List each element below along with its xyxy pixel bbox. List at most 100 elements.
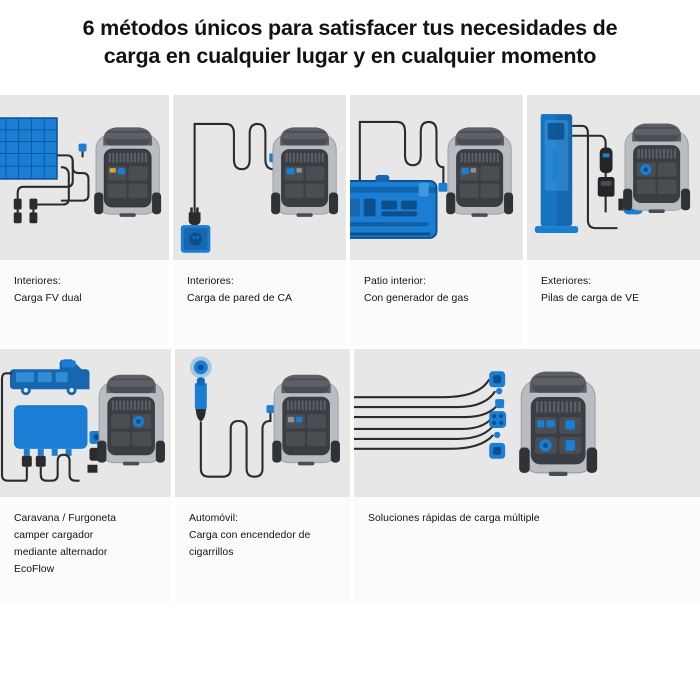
generator-handle	[375, 175, 390, 182]
card-carga-multiple[interactable]: Soluciones rápidas de carga múltiple	[354, 349, 700, 604]
occupied-port-3	[565, 420, 576, 430]
port-panel-2	[307, 414, 327, 429]
card-caption: Interiores: Carga de pared de CA	[173, 260, 346, 308]
card-caption: Exteriores: Pilas de carga de VE	[527, 260, 700, 308]
connector-head-3	[495, 399, 505, 409]
occupied-port-2	[546, 420, 555, 428]
caption-line-3: cigarrillos	[189, 546, 234, 558]
base-bar	[471, 213, 488, 217]
card-caravana-alternador[interactable]: Caravana / Furgoneta camper cargador med…	[0, 349, 172, 604]
xt60-plug-icon	[438, 182, 448, 192]
solar-panel-icon	[0, 117, 58, 180]
power-station-icon	[271, 127, 339, 217]
multi-cable-group	[354, 378, 501, 450]
leg-left	[271, 192, 281, 215]
power-station-icon	[97, 374, 165, 466]
status-led	[296, 168, 302, 173]
leg-left	[623, 188, 633, 211]
mc4-connector-3	[29, 198, 38, 210]
power-station-icon	[519, 371, 598, 476]
caption-line-4: EcoFlow	[14, 563, 55, 575]
vent-grille-icon	[637, 148, 676, 159]
active-port-indicator	[296, 416, 303, 423]
card-exteriores-pilas-ve[interactable]: Exteriores: Pilas de carga de VE	[527, 95, 700, 345]
card-automovil-encendedor[interactable]: Automóvil: Carga con encendedor de cigar…	[175, 349, 350, 604]
connector-head-1	[489, 371, 506, 388]
power-station-icon	[94, 127, 162, 217]
active-port-indicator	[461, 168, 469, 175]
xt60-plug-icon	[266, 405, 275, 414]
port-panel-4	[305, 183, 325, 198]
adapter-brick	[597, 177, 615, 197]
generator-cable-group	[358, 120, 445, 185]
caption-line-1: Automóvil:	[189, 513, 239, 524]
base-bar	[648, 209, 665, 213]
port-panel-2	[657, 162, 677, 177]
occupied-port-5	[565, 440, 576, 451]
inline-control-box	[599, 147, 613, 174]
caption-line-2: camper cargador	[14, 529, 94, 541]
status-led	[287, 416, 295, 423]
base-bar	[119, 213, 136, 217]
card-patio-generador-gas[interactable]: Patio interior: Con generador de gas	[350, 95, 524, 345]
vent-grille-icon	[108, 152, 147, 163]
mc4-connector-1	[13, 198, 22, 210]
occupied-port-1	[537, 420, 545, 428]
card-caption: Interiores: Carga FV dual	[0, 260, 169, 308]
charger-connector-2	[35, 455, 46, 467]
caption-line-3: mediante alternador	[14, 546, 108, 558]
connector-head-4	[489, 411, 507, 428]
port-panel-2	[305, 166, 325, 181]
port-panel-3	[107, 183, 127, 198]
illustration-solar-panel-dual-pv	[0, 95, 170, 260]
caption-line-2: Carga de pared de CA	[187, 292, 293, 304]
port-panel-3	[459, 183, 479, 198]
caption-line-1: Soluciones rápidas de carga múltiple	[368, 513, 540, 524]
active-port-indicator	[117, 168, 125, 175]
power-station-icon	[272, 374, 340, 466]
mc4-connector-2	[13, 212, 22, 224]
vent-grille-icon	[460, 152, 499, 163]
caption-line-1: Patio interior:	[364, 276, 426, 287]
power-station-icon	[623, 123, 691, 213]
port-panel-4	[657, 179, 677, 194]
connector-head-5	[493, 431, 501, 439]
camper-van-icon	[9, 359, 90, 396]
leg-right	[586, 447, 598, 473]
ac-plug-icon	[188, 207, 201, 226]
vent-grille-icon	[285, 152, 324, 163]
xt60-plug-icon	[78, 143, 87, 152]
card-caption: Patio interior: Con generador de gas	[350, 260, 523, 308]
leg-right	[330, 440, 340, 463]
leg-right	[152, 192, 162, 215]
base-bar	[297, 461, 315, 466]
mc4-connector-4	[29, 212, 38, 224]
leg-right	[681, 188, 691, 211]
base-bar	[548, 471, 568, 476]
card-interiores-fv-dual[interactable]: Interiores: Carga FV dual	[0, 95, 170, 345]
illustration-gas-generator	[350, 95, 524, 260]
port-panel-4	[132, 431, 152, 447]
illustration-rv-alternator-charger	[0, 349, 172, 497]
caption-line-2: Con generador de gas	[364, 292, 469, 304]
page-title-line-2: carga en cualquier lugar y en cualquier …	[103, 44, 597, 69]
grid-row-1: Interiores: Carga FV dual	[0, 95, 700, 345]
caption-line-2: Pilas de carga de VE	[541, 292, 640, 304]
ev-charging-pile-icon	[534, 114, 579, 234]
card-caption: Caravana / Furgoneta camper cargador med…	[0, 497, 171, 578]
ac-cable-group	[193, 122, 274, 213]
grid-row-2: Caravana / Furgoneta camper cargador med…	[0, 349, 700, 604]
illustration-car-cigarette-lighter	[175, 349, 350, 497]
card-interiores-pared-ca[interactable]: Interiores: Carga de pared de CA	[173, 95, 347, 345]
port-panel-2	[480, 166, 500, 181]
leg-left	[272, 440, 282, 463]
power-station-icon	[446, 127, 514, 217]
caption-line-1: Interiores:	[187, 276, 234, 287]
status-led	[470, 168, 477, 173]
charger-connector-1	[21, 455, 32, 467]
card-caption: Soluciones rápidas de carga múltiple	[354, 497, 700, 528]
card-caption: Automóvil: Carga con encendedor de cigar…	[175, 497, 350, 562]
port-panel-4	[480, 183, 500, 198]
page-title: 6 métodos únicos para satisfacer tus nec…	[0, 0, 700, 71]
